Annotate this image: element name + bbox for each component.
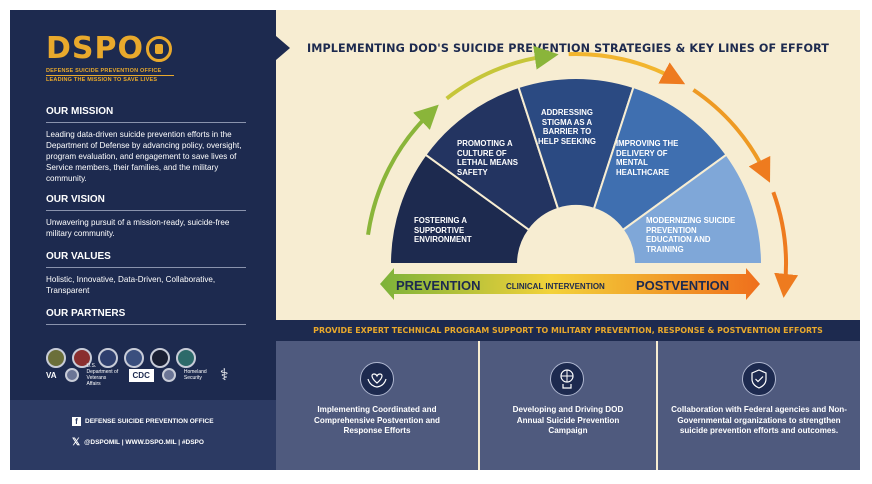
dol-label: U.S. Department of Veterans Affairs: [86, 363, 119, 387]
logo-tagline: LEADING THE MISSION TO SAVE LIVES: [46, 75, 174, 83]
card-collaboration: Collaboration with Federal agencies and …: [658, 341, 860, 470]
prevention-label: PREVENTION: [396, 278, 481, 293]
mission-text: Leading data-driven suicide prevention e…: [46, 130, 242, 183]
values-text: Holistic, Innovative, Data-Driven, Colla…: [46, 275, 216, 295]
x-icon: 𝕏: [72, 437, 81, 448]
arc-segment: [517, 77, 635, 211]
service-seals: [46, 348, 196, 368]
dol-seal-icon: [64, 368, 79, 382]
arc-segment: [621, 153, 764, 265]
progress-arrow: [692, 88, 771, 183]
torch-seal-icon: [146, 36, 172, 62]
progress-arrow: [366, 104, 439, 236]
facebook-label: DEFENSE SUICIDE PREVENTION OFFICE: [85, 418, 214, 425]
arc-segment: [592, 85, 728, 232]
vision-text: Unwavering pursuit of a mission-ready, s…: [46, 218, 230, 238]
title-pointer: [276, 36, 290, 60]
left-panel: DSPO DEFENSE SUICIDE PREVENTION OFFICE L…: [10, 10, 276, 470]
dhs-label: Homeland Security: [183, 369, 207, 381]
marine-corps-seal-icon: [72, 348, 92, 368]
arc-segment: [424, 85, 560, 232]
partners-section: OUR PARTNERS: [46, 308, 246, 325]
vision-heading: OUR VISION: [46, 194, 246, 211]
values-section: OUR VALUES Holistic, Innovative, Data-Dr…: [46, 251, 246, 296]
segment-label-5: MODERNIZING SUICIDE PREVENTION EDUCATION…: [646, 216, 736, 254]
lines-of-effort-arc: [366, 45, 799, 298]
facebook-icon: f: [72, 417, 81, 426]
hhs-eagle-icon: ⚕: [219, 367, 229, 384]
mission-section: OUR MISSION Leading data-driven suicide …: [46, 106, 246, 184]
mission-heading: OUR MISSION: [46, 106, 246, 123]
partners-heading: OUR PARTNERS: [46, 308, 246, 325]
card-text-1: Implementing Coordinated and Comprehensi…: [314, 405, 440, 435]
card-campaign: Developing and Driving DOD Annual Suicid…: [480, 341, 656, 470]
arc-segment: [388, 153, 531, 265]
card-text-3: Collaboration with Federal agencies and …: [671, 405, 847, 435]
agency-logos: VA U.S. Department of Veterans Affairs C…: [46, 363, 229, 387]
postvention-label: POSTVENTION: [636, 278, 730, 293]
army-seal-icon: [46, 348, 66, 368]
space-force-seal-icon: [150, 348, 170, 368]
progress-arrow: [771, 191, 799, 298]
diagram-title: IMPLEMENTING DOD'S SUICIDE PREVENTION ST…: [306, 42, 830, 55]
globe-megaphone-icon: [550, 362, 584, 396]
social-handles: @DSPOMIL | WWW.DSPO.MIL | #DSPO: [84, 439, 204, 446]
card-postvention: Implementing Coordinated and Comprehensi…: [276, 341, 478, 470]
air-force-seal-icon: [124, 348, 144, 368]
continuum-arrow: [380, 268, 760, 300]
shield-check-icon: [742, 362, 776, 396]
support-banner: PROVIDE EXPERT TECHNICAL PROGRAM SUPPORT…: [276, 320, 860, 341]
logo-subtitle: DEFENSE SUICIDE PREVENTION OFFICE: [46, 68, 162, 74]
progress-arrow: [568, 52, 686, 85]
social-links[interactable]: 𝕏 @DSPOMIL | WWW.DSPO.MIL | #DSPO: [72, 437, 204, 448]
values-heading: OUR VALUES: [46, 251, 246, 268]
hands-heart-icon: [360, 362, 394, 396]
card-text-2: Developing and Driving DOD Annual Suicid…: [512, 405, 624, 435]
navy-seal-icon: [98, 348, 118, 368]
va-logo: VA: [46, 370, 57, 380]
dspo-logo: DSPO DEFENSE SUICIDE PREVENTION OFFICE L…: [46, 34, 174, 83]
vision-section: OUR VISION Unwavering pursuit of a missi…: [46, 194, 246, 239]
infographic: DSPO DEFENSE SUICIDE PREVENTION OFFICE L…: [10, 10, 860, 470]
clinical-intervention-label: CLINICAL INTERVENTION: [506, 282, 605, 291]
segment-label-2: PROMOTING A CULTURE OF LETHAL MEANS SAFE…: [457, 139, 518, 177]
social-footer: f DEFENSE SUICIDE PREVENTION OFFICE 𝕏 @D…: [10, 400, 276, 470]
segment-label-4: IMPROVING THE DELIVERY OF MENTAL HEALTHC…: [616, 139, 679, 177]
dhs-seal-icon: [161, 368, 176, 382]
facebook-link[interactable]: f DEFENSE SUICIDE PREVENTION OFFICE: [72, 417, 214, 426]
coast-guard-seal-icon: [176, 348, 196, 368]
segment-label-1: FOSTERING A SUPPORTIVE ENVIRONMENT: [414, 216, 472, 244]
segment-label-3: ADDRESSING STIGMA AS A BARRIER TO HELP S…: [538, 108, 596, 146]
logo-wordmark: DSPO: [46, 31, 144, 66]
progress-arrow: [445, 45, 559, 101]
cdc-logo: CDC: [128, 368, 154, 382]
